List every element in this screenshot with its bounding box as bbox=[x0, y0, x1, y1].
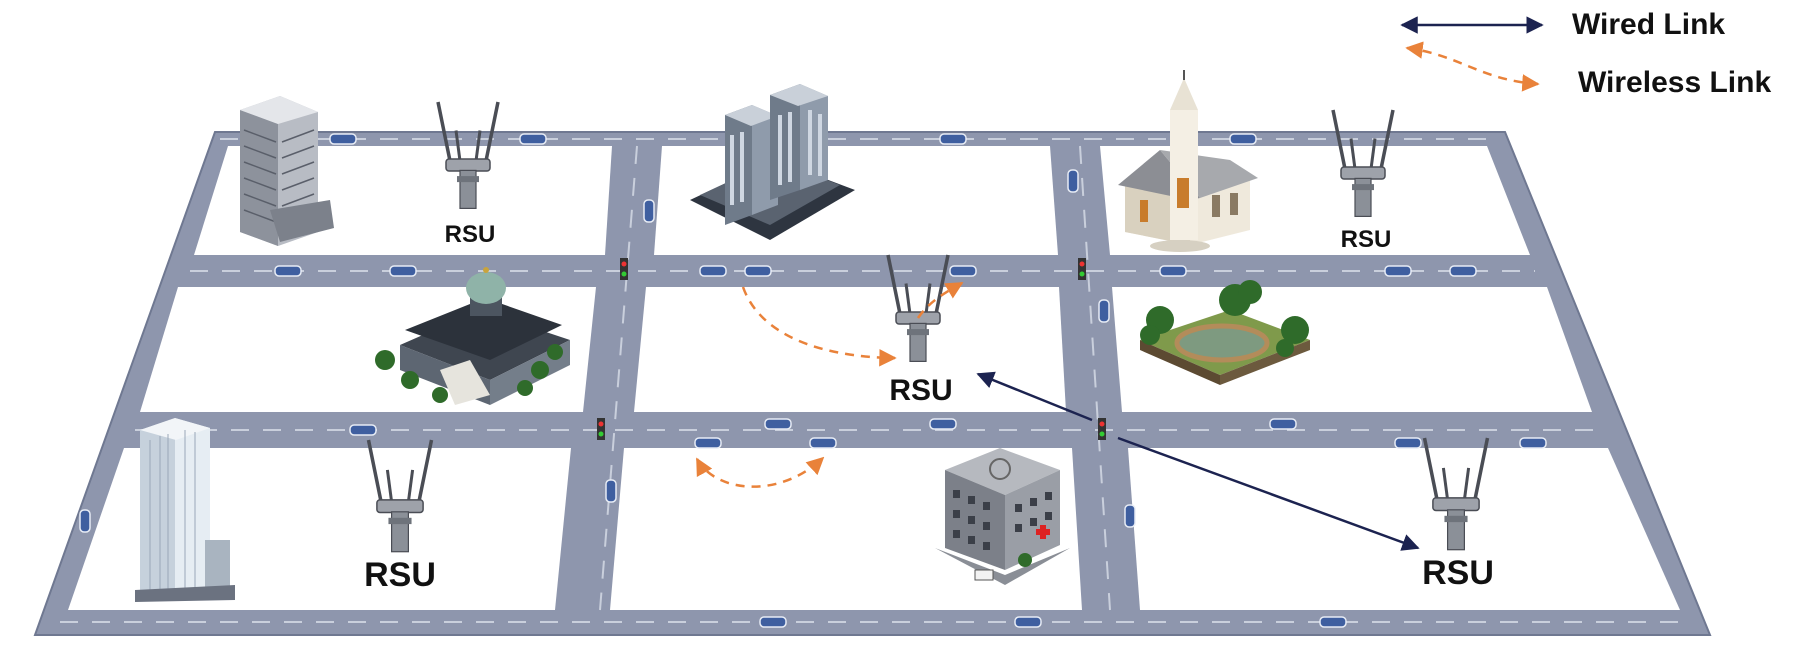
city-block bbox=[634, 287, 1066, 412]
city-block bbox=[1128, 448, 1680, 610]
wireless-link-arrow bbox=[916, 281, 964, 319]
church-building bbox=[1118, 70, 1258, 252]
wireless-link-legend-arrow bbox=[1405, 41, 1540, 92]
office-tower-building bbox=[240, 96, 334, 246]
legend bbox=[1400, 16, 1544, 92]
rsu-antenna-icon bbox=[1422, 437, 1490, 551]
rsu-antenna-icon bbox=[436, 101, 500, 209]
domed-hall-building bbox=[375, 267, 570, 405]
rsu-antenna-icon bbox=[366, 439, 434, 553]
rsu-antenna-icon bbox=[1331, 109, 1395, 217]
wireless-link-legend-label: Wireless Link bbox=[1578, 66, 1772, 99]
wired-link-legend-label: Wired Link bbox=[1572, 8, 1726, 41]
rsu-label: RSU bbox=[1422, 554, 1494, 592]
wireless-link-arrow bbox=[741, 286, 897, 367]
rsu-label: RSU bbox=[889, 374, 952, 407]
wired-link-arrow bbox=[1117, 436, 1420, 551]
park-area bbox=[1140, 280, 1310, 385]
rsu-towers bbox=[366, 101, 1490, 553]
rsu-label: RSU bbox=[364, 556, 436, 594]
wired-links bbox=[976, 371, 1420, 551]
hospital-building bbox=[935, 448, 1070, 585]
rsu-labels: RSU RSU RSU RSU RSU bbox=[364, 221, 1494, 594]
glass-skyscraper-building bbox=[135, 418, 235, 602]
rsu-label: RSU bbox=[445, 221, 496, 248]
wired-link-arrow bbox=[976, 371, 1093, 422]
wireless-links bbox=[695, 281, 964, 488]
twin-towers-building bbox=[690, 84, 855, 240]
rsu-label: RSU bbox=[1341, 226, 1392, 253]
